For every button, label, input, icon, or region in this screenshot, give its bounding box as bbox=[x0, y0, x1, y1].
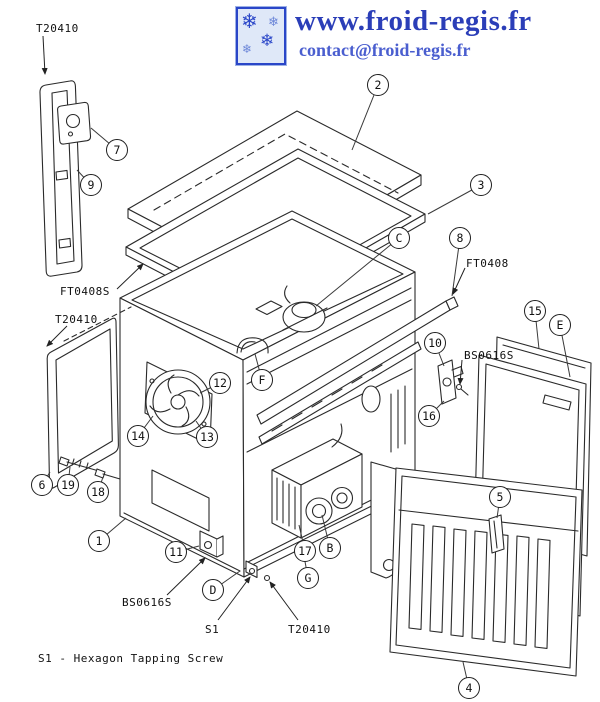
label-arrow-s1-6 bbox=[217, 576, 251, 621]
fan-assembly-part bbox=[144, 361, 213, 532]
callout-D: D bbox=[202, 579, 224, 601]
callout-13: 13 bbox=[196, 426, 218, 448]
callout-5: 5 bbox=[489, 486, 511, 508]
callout-10: 10 bbox=[424, 332, 446, 354]
right-bracket-part bbox=[437, 359, 469, 405]
callout-3: 3 bbox=[470, 174, 492, 196]
label-arrow-t20410-7 bbox=[269, 581, 299, 621]
callout-12: 12 bbox=[209, 372, 231, 394]
left-side-panel-part bbox=[46, 306, 132, 489]
leader-line-C bbox=[315, 237, 400, 307]
callout-G: G bbox=[297, 567, 319, 589]
diagram-footnote: S1 - Hexagon Tapping Screw bbox=[38, 652, 224, 665]
callout-E: E bbox=[549, 314, 571, 336]
callout-B: B bbox=[319, 537, 341, 559]
callout-11: 11 bbox=[165, 541, 187, 563]
label-arrow-t20410-2 bbox=[46, 325, 68, 347]
part-label-s1-6: S1 bbox=[205, 623, 220, 636]
callout-1: 1 bbox=[88, 530, 110, 552]
callout-F: F bbox=[251, 369, 273, 391]
header-text: www.froid-regis.fr contact@froid-regis.f… bbox=[295, 5, 532, 61]
louver-panel-part bbox=[370, 461, 583, 677]
snowflake-icon: ❄ bbox=[241, 9, 258, 33]
side-mounting-panel-part bbox=[39, 80, 92, 277]
contact-email: contact@froid-regis.fr bbox=[299, 39, 471, 60]
callout-7: 7 bbox=[106, 139, 128, 161]
part-label-t20410-0: T20410 bbox=[36, 22, 79, 35]
callout-16: 16 bbox=[418, 405, 440, 427]
site-header: ❄ ❄ ❄ ❄ www.froid-regis.fr contact@froid… bbox=[236, 5, 532, 65]
callout-14: 14 bbox=[127, 425, 149, 447]
snowflake-icon: ❄ bbox=[268, 15, 279, 30]
label-arrow-bs0616s-5 bbox=[166, 557, 206, 596]
callout-4: 4 bbox=[458, 677, 480, 699]
part-label-t20410-2: T20410 bbox=[55, 313, 98, 326]
label-arrow-t20410-0 bbox=[41, 35, 48, 75]
part-label-t20410-7: T20410 bbox=[288, 623, 331, 636]
label-arrow-ft0408-3 bbox=[452, 267, 466, 295]
callout-8: 8 bbox=[449, 227, 471, 249]
website-link: www.froid-regis.fr bbox=[295, 5, 532, 37]
callout-15: 15 bbox=[524, 300, 546, 322]
callout-6: 6 bbox=[31, 474, 53, 496]
label-arrow-ft0408s-1 bbox=[116, 263, 144, 290]
callout-18: 18 bbox=[87, 481, 109, 503]
part-label-ft0408-3: FT0408 bbox=[466, 257, 509, 270]
snowflake-icon: ❄ bbox=[242, 42, 253, 56]
callout-9: 9 bbox=[80, 174, 102, 196]
callout-2: 2 bbox=[367, 74, 389, 96]
part-label-ft0408s-1: FT0408S bbox=[60, 285, 110, 298]
callout-19: 19 bbox=[57, 474, 79, 496]
part-label-bs0616s-4: BS0616S bbox=[464, 349, 514, 362]
callout-17: 17 bbox=[294, 540, 316, 562]
callout-C: C bbox=[388, 227, 410, 249]
corner-bracket-part bbox=[199, 530, 271, 582]
part-label-bs0616s-5: BS0616S bbox=[122, 596, 172, 609]
snowflake-icon: ❄ bbox=[260, 31, 275, 51]
froid-regis-logo: ❄ ❄ ❄ ❄ bbox=[236, 7, 286, 65]
label-arrow-bs0616s-4 bbox=[457, 359, 464, 385]
leader-line-2 bbox=[351, 84, 379, 151]
